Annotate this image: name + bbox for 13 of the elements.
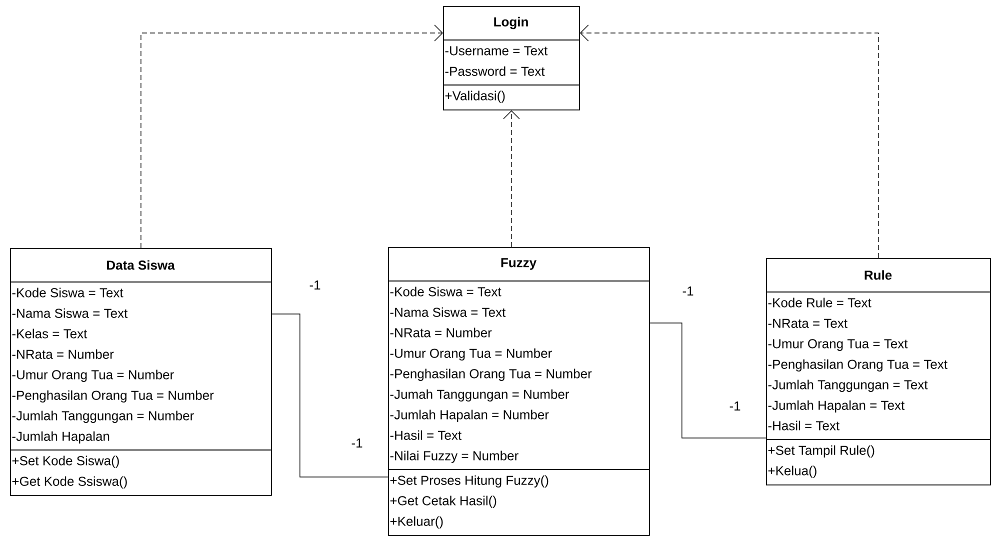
dependency-arrow bbox=[140, 24, 444, 248]
class-box: Fuzzy -Kode Siswa = Text -Nama Siswa = Text -NRata = Number -Umur Orang Tua = Number -Penghasilan Orang Tua = Number -Jumah Tanggungan = Number -Jumlah Hapalan = Number -Hasil = Text -Nilai Fuzzy = Number +Set Proses Hitung Fuzzy() +Get Cetak Hasil() +Keluar() bbox=[388, 247, 650, 536]
multiplicity-label: -1 bbox=[730, 402, 740, 410]
dependency-arrow bbox=[580, 24, 879, 258]
association-line bbox=[272, 314, 388, 478]
class-box: Login -Username = Text -Password = Text +Validasi() bbox=[442, 6, 580, 110]
multiplicity-label: -1 bbox=[682, 286, 694, 296]
association-line bbox=[650, 322, 766, 438]
class-box: Data Siswa -Kode Siswa = Text -Nama Siswa = Text -Kelas = Text -NRata = Number -Umur Orang Tua = Number -Penghasilan Orang Tua = Number -Jumlah Tanggungan = Number -Jumlah Hapalan +Set Kode Siswa() +Get Kode Ssiswa() bbox=[10, 248, 272, 496]
multiplicity-label: -1 bbox=[352, 438, 362, 448]
multiplicity-label: -1 bbox=[310, 280, 320, 290]
dependency-arrow bbox=[503, 110, 520, 248]
class-box: Rule -Kode Rule = Text -NRata = Text -Umur Orang Tua = Text -Penghasilan Orang Tua = Text -Jumlah Tanggungan = Text -Jumlah Hapalan = Text -Hasil = Text +Set Tampil Rule() +Kelua() bbox=[766, 258, 991, 486]
